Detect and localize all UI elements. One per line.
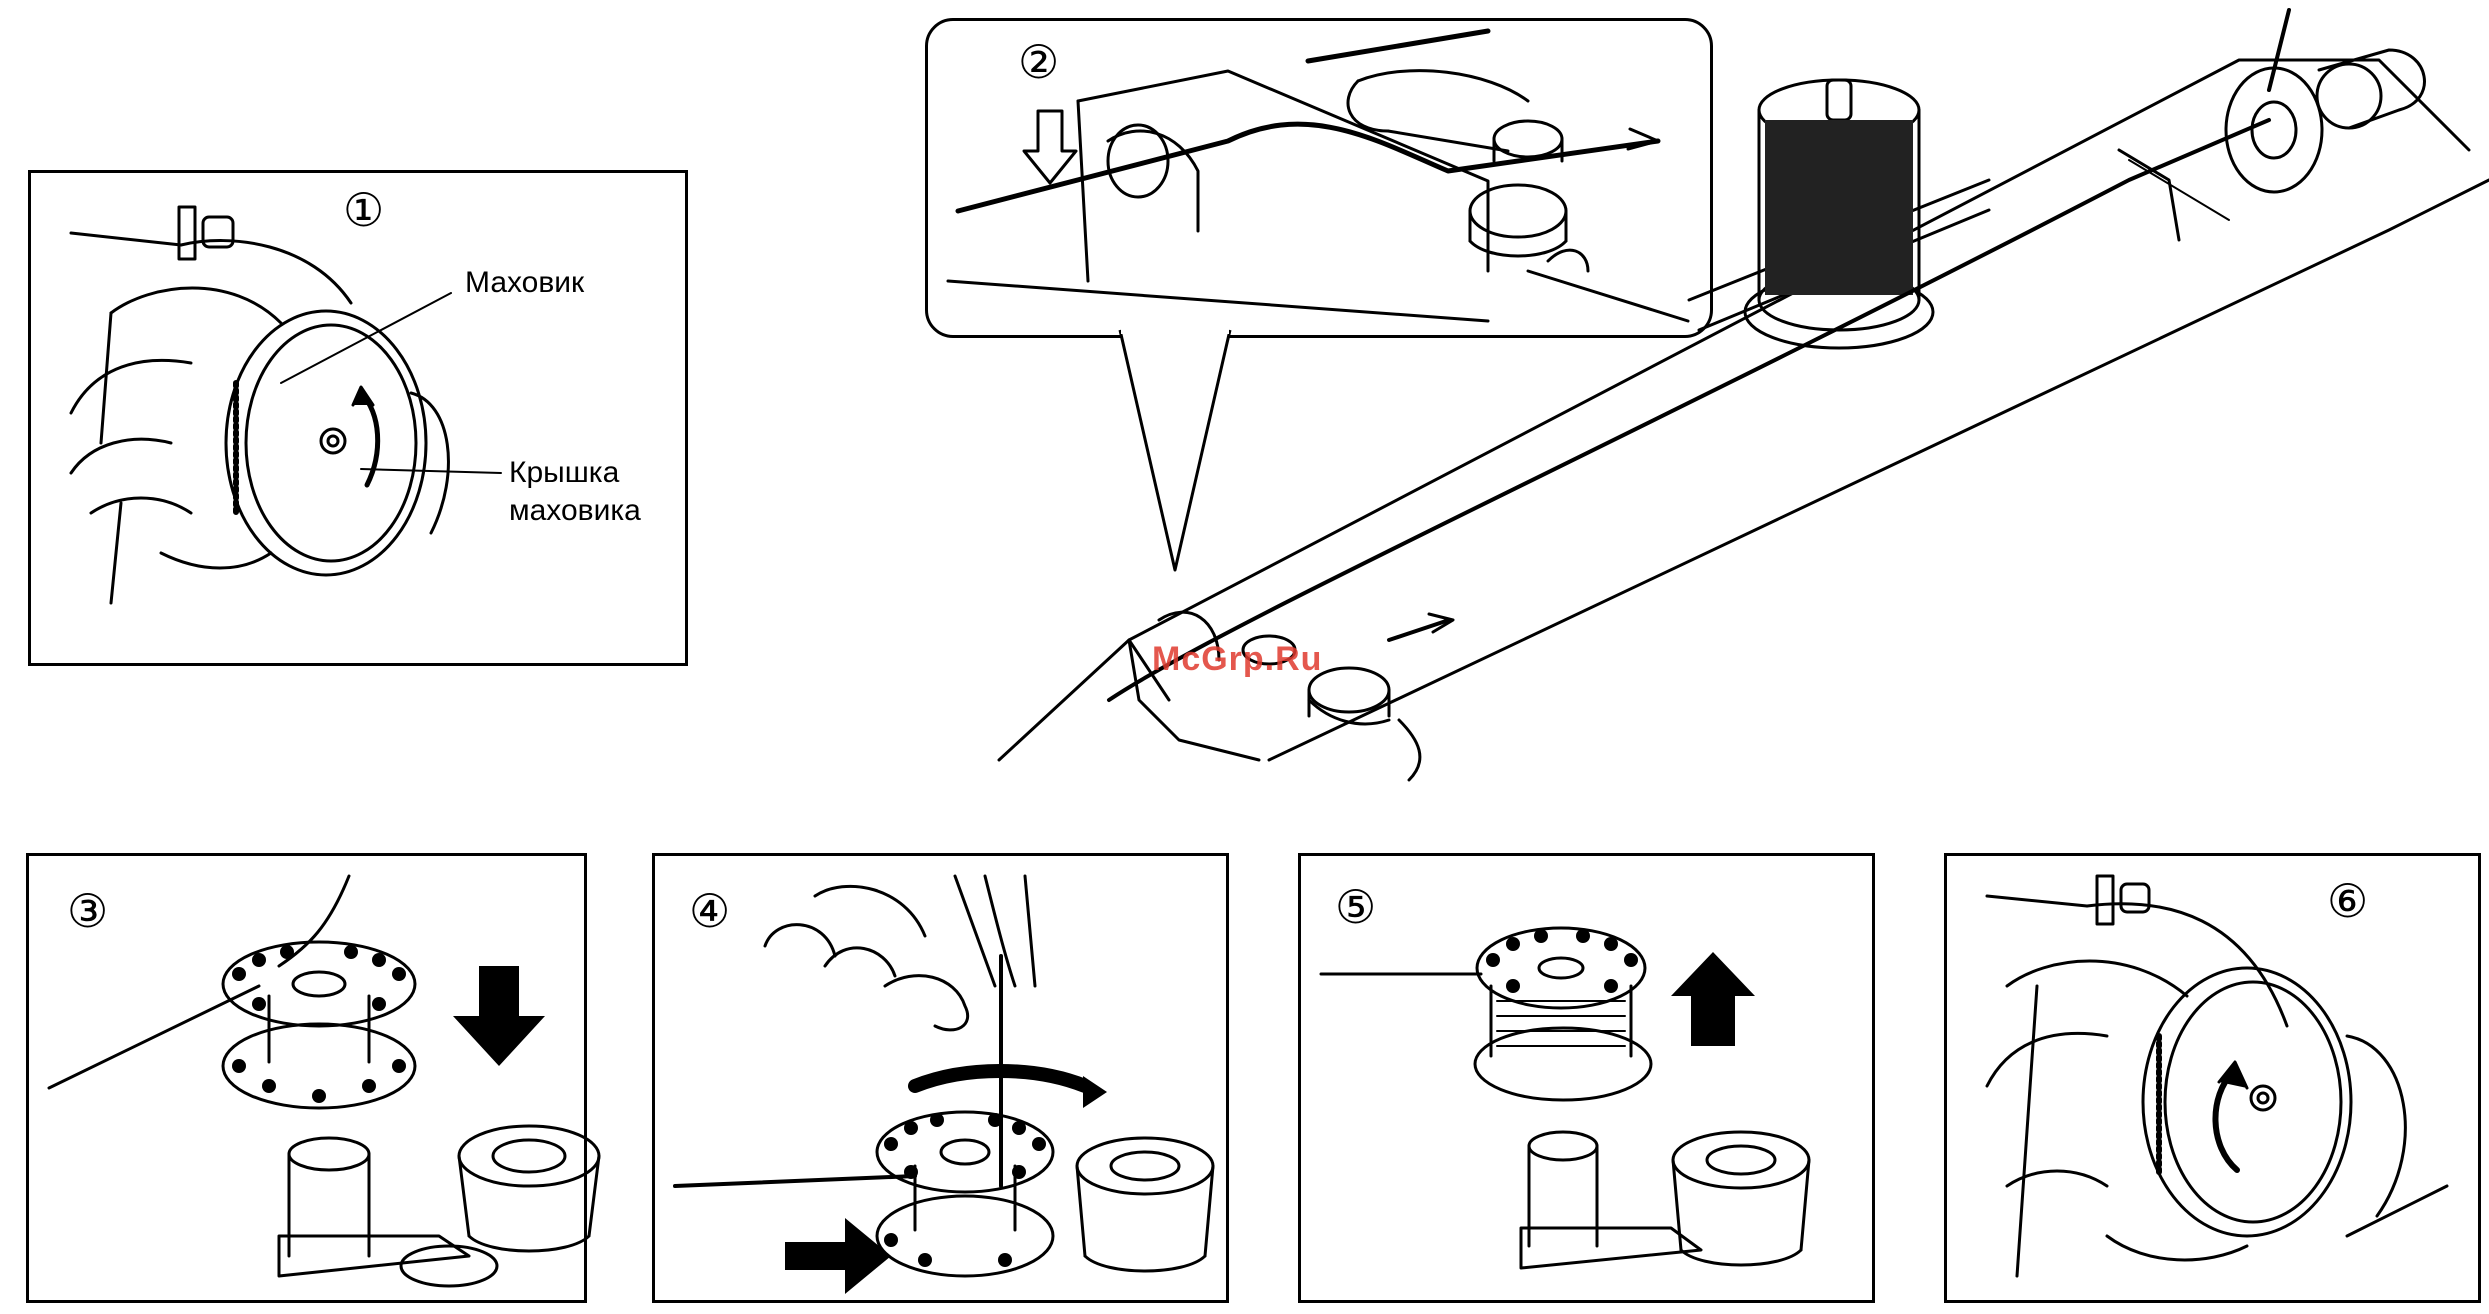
panel-step-5: ⑤ xyxy=(1298,853,1875,1303)
watermark-text: McGrp.Ru xyxy=(1152,640,1322,679)
panel-step-6: ⑥ xyxy=(1944,853,2481,1303)
panel-step-3: ③ xyxy=(26,853,587,1303)
bobbin-push-illustration xyxy=(655,856,1232,1306)
handwheel-illustration xyxy=(31,173,691,669)
panel-step-1: ① Маховик Крышка маховика xyxy=(28,170,688,666)
handwheel-return-illustration xyxy=(1947,856,2484,1306)
bobbin-lift-illustration xyxy=(1301,856,1878,1306)
panel-step-4: ④ xyxy=(652,853,1229,1303)
bobbin-drop-illustration xyxy=(29,856,590,1306)
spool-thread-fill xyxy=(1765,120,1913,295)
